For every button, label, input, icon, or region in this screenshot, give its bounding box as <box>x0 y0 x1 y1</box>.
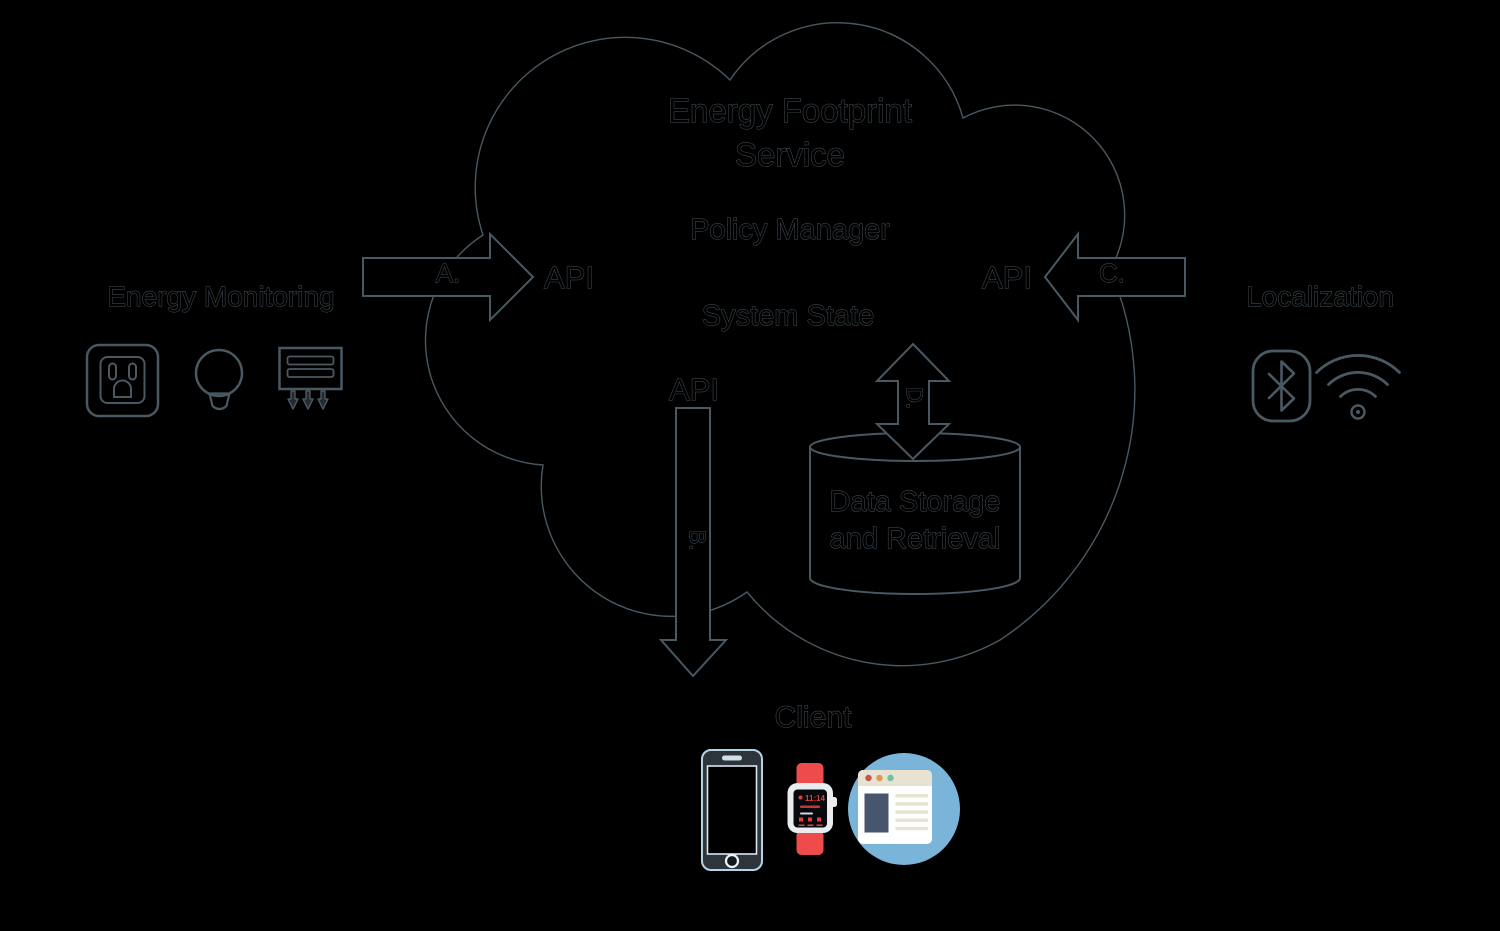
client-label: Client <box>775 701 852 734</box>
browser-dot-orange <box>876 774 883 782</box>
arrow-d <box>874 342 952 461</box>
airflow-arrow <box>317 390 329 410</box>
policy-manager-label: Policy Manager <box>690 214 890 246</box>
title-line1: Energy Footprint <box>668 92 912 129</box>
storage-label-line2: and Retrieval <box>830 523 1001 555</box>
phone-speaker <box>722 755 742 761</box>
smartwatch-icon: 11:14 <box>787 763 837 855</box>
phone-home-button <box>724 853 740 869</box>
arrow-a-label: A. <box>436 258 461 288</box>
localization-label: Localization <box>1246 281 1394 312</box>
heater-unit-icon <box>278 346 343 410</box>
airflow-arrow <box>287 390 299 410</box>
wifi-icon <box>1315 354 1401 420</box>
title-line2: Service <box>735 136 845 173</box>
web-browser-icon <box>848 753 960 865</box>
api-bottom-label: API <box>669 372 719 407</box>
arrow-d-label: D. <box>902 387 927 409</box>
arrow-c <box>1043 231 1186 323</box>
browser-topbar <box>858 770 932 786</box>
api-left-label: API <box>544 260 594 295</box>
api-right-label: API <box>982 260 1032 295</box>
arrow-c-label: C. <box>1099 258 1125 288</box>
airflow-arrow <box>302 390 314 410</box>
cylinder-body <box>809 447 1021 595</box>
arrow-a <box>362 231 535 323</box>
storage-label-line1: Data Storage <box>830 486 1001 518</box>
smartphone-icon <box>701 749 763 871</box>
watch-time: 11:14 <box>805 794 826 803</box>
energy-monitoring-label: Energy Monitoring <box>107 281 334 312</box>
browser-content-block <box>864 793 889 833</box>
arrow-b <box>658 407 729 678</box>
light-bulb-icon <box>194 348 244 411</box>
bluetooth-icon <box>1251 349 1312 423</box>
browser-dot-green <box>887 774 894 782</box>
browser-dot-red <box>865 774 872 782</box>
system-state-label: System State <box>702 300 874 332</box>
arrow-b-label: B. <box>685 530 710 551</box>
power-outlet-icon <box>85 343 160 418</box>
